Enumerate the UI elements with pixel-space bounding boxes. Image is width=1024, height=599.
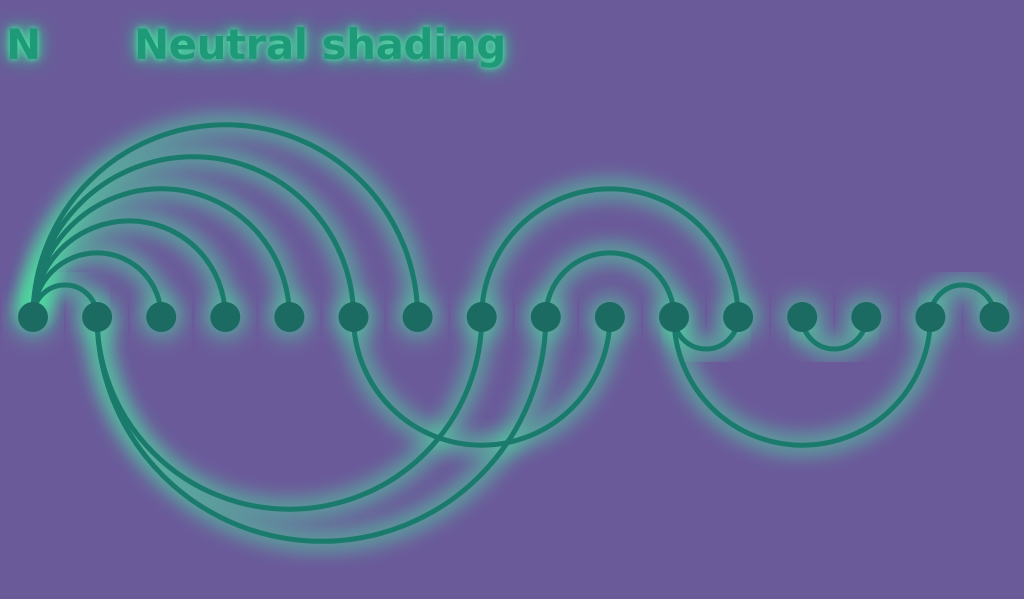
upper-arc-0-5 bbox=[30, 154, 356, 320]
lower-arc-1-8 bbox=[94, 314, 549, 544]
node-1 bbox=[82, 302, 113, 332]
panel-letter: N bbox=[6, 20, 41, 69]
lower-arc-5-9 bbox=[351, 314, 613, 448]
upper-arc-0-6 bbox=[30, 122, 421, 320]
node-10 bbox=[659, 302, 689, 332]
node-layer bbox=[18, 302, 1010, 332]
node-3 bbox=[210, 302, 241, 332]
upper-arc-0-4 bbox=[30, 186, 292, 320]
node-4 bbox=[274, 302, 305, 332]
node-7 bbox=[466, 302, 497, 332]
node-9 bbox=[594, 302, 625, 332]
upper-arc-7-11 bbox=[479, 186, 741, 320]
node-8 bbox=[530, 302, 561, 332]
node-11 bbox=[723, 302, 754, 332]
panel-title: Neutral shading bbox=[134, 20, 506, 69]
node-6 bbox=[402, 302, 433, 332]
lower-arc-10-14 bbox=[671, 314, 933, 448]
arc-layer bbox=[30, 122, 997, 544]
node-0 bbox=[18, 302, 48, 332]
node-12 bbox=[787, 302, 818, 332]
node-14 bbox=[915, 302, 946, 332]
upper-arc-8-10 bbox=[543, 250, 677, 320]
lower-arc-1-7 bbox=[94, 314, 485, 512]
node-5 bbox=[338, 302, 369, 332]
lower-arc-glow bbox=[89, 316, 490, 518]
node-2 bbox=[146, 302, 177, 332]
upper-arc-0-3 bbox=[30, 218, 228, 320]
node-13 bbox=[851, 302, 882, 332]
node-15 bbox=[979, 302, 1010, 332]
